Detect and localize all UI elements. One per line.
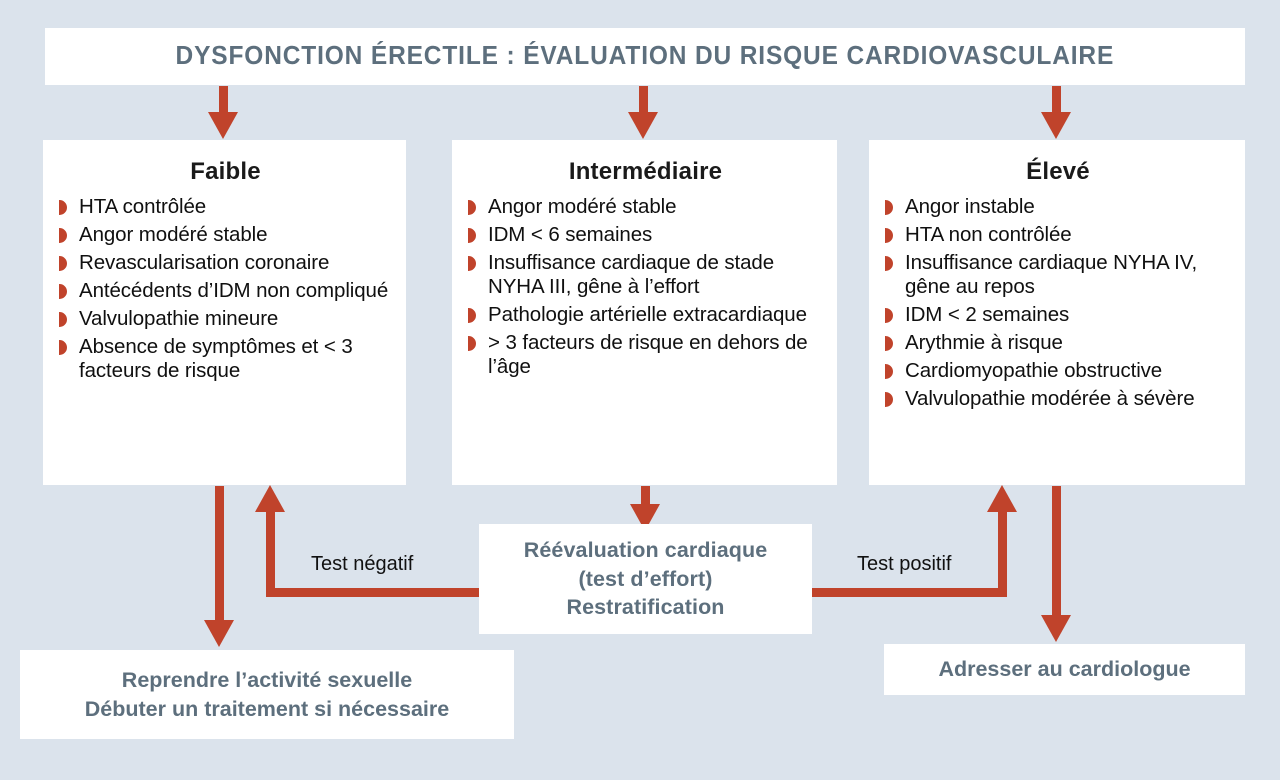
arrow-shaft-horizontal bbox=[810, 588, 1007, 597]
risk-column-medium-list: Angor modéré stable IDM < 6 semaines Ins… bbox=[466, 195, 825, 379]
list-item-text: Insuffisance cardiaque NYHA IV, gêne au … bbox=[905, 250, 1198, 298]
arrowhead-down-icon bbox=[208, 112, 238, 139]
bullet-marker-icon bbox=[59, 339, 67, 355]
arrow-shaft bbox=[641, 486, 650, 506]
list-item: IDM < 6 semaines bbox=[466, 223, 825, 247]
arrowhead-up-icon bbox=[987, 485, 1017, 512]
list-item-text: Antécédents d’IDM non compliqué bbox=[79, 278, 389, 302]
bullet-marker-icon bbox=[59, 283, 67, 299]
risk-column-medium: Intermédiaire Angor modéré stable IDM < … bbox=[452, 140, 837, 485]
list-item: Valvulopathie mineure bbox=[57, 307, 394, 331]
bullet-marker-icon bbox=[59, 200, 67, 215]
arrow-shaft-vertical bbox=[998, 510, 1007, 594]
list-item: Angor instable bbox=[883, 195, 1233, 219]
reassessment-line-2: (test d’effort) bbox=[578, 566, 713, 591]
bullet-marker-icon bbox=[59, 311, 67, 327]
bullet-marker-icon bbox=[885, 391, 893, 407]
reassessment-box: Réévaluation cardiaque (test d’effort) R… bbox=[479, 524, 812, 634]
list-item: Antécédents d’IDM non compliqué bbox=[57, 279, 394, 303]
arrow-shaft bbox=[215, 486, 224, 625]
bullet-marker-icon bbox=[885, 363, 893, 379]
reassessment-line-1: Réévaluation cardiaque bbox=[523, 538, 768, 563]
list-item: IDM < 2 semaines bbox=[883, 303, 1233, 327]
bullet-marker-icon bbox=[885, 200, 893, 215]
list-item-text: Valvulopathie modérée à sévère bbox=[905, 386, 1195, 410]
outcome-box-resume-activity: Reprendre l’activité sexuelle Débuter un… bbox=[20, 650, 514, 739]
list-item-text: > 3 facteurs de risque en dehors de l’âg… bbox=[488, 330, 808, 378]
list-item-text: Absence de symptômes et < 3 facteurs de … bbox=[79, 334, 353, 382]
arrow-shaft bbox=[219, 86, 228, 114]
bullet-marker-icon bbox=[885, 255, 893, 271]
outcome-cardiologist-line: Adresser au cardiologue bbox=[938, 657, 1191, 681]
list-item: Arythmie à risque bbox=[883, 331, 1233, 355]
arrowhead-down-icon bbox=[628, 112, 658, 139]
risk-column-medium-heading: Intermédiaire bbox=[568, 158, 723, 185]
list-item: HTA contrôlée bbox=[57, 195, 394, 219]
risk-column-low-heading: Faible bbox=[190, 158, 261, 185]
bullet-marker-icon bbox=[59, 227, 67, 243]
list-item: HTA non contrôlée bbox=[883, 223, 1233, 247]
arrowhead-up-icon bbox=[255, 485, 285, 512]
list-item-text: Revascularisation coronaire bbox=[79, 250, 330, 274]
list-item-text: HTA non contrôlée bbox=[905, 222, 1072, 246]
arrow-shaft bbox=[1052, 86, 1061, 114]
list-item-text: Valvulopathie mineure bbox=[79, 306, 279, 330]
arrowhead-down-icon bbox=[1041, 112, 1071, 139]
list-item-text: Pathologie artérielle extracardiaque bbox=[488, 302, 807, 326]
list-item-text: HTA contrôlée bbox=[79, 195, 207, 218]
bullet-marker-icon bbox=[468, 255, 476, 271]
list-item-text: Insuffisance cardiaque de stade NYHA III… bbox=[488, 250, 775, 298]
outcome-resume-line-2: Débuter un traitement si nécessaire bbox=[84, 696, 450, 721]
diagram-title-banner: DYSFONCTION ÉRECTILE : ÉVALUATION DU RIS… bbox=[45, 28, 1245, 85]
list-item: Valvulopathie modérée à sévère bbox=[883, 387, 1233, 411]
bullet-marker-icon bbox=[468, 335, 476, 351]
risk-column-low: Faible HTA contrôlée Angor modéré stable… bbox=[43, 140, 406, 485]
arrow-shaft-horizontal bbox=[266, 588, 482, 597]
list-item-text: Angor instable bbox=[905, 195, 1035, 218]
risk-column-high-heading: Élevé bbox=[1026, 158, 1090, 185]
outcome-box-refer-cardiologist: Adresser au cardiologue bbox=[884, 644, 1245, 695]
list-item: Revascularisation coronaire bbox=[57, 251, 394, 275]
reassessment-line-3: Restratification bbox=[566, 595, 725, 620]
arrow-shaft bbox=[639, 86, 648, 114]
bullet-marker-icon bbox=[885, 227, 893, 243]
arrowhead-down-icon bbox=[1041, 615, 1071, 642]
list-item-text: IDM < 2 semaines bbox=[905, 302, 1070, 326]
list-item: Absence de symptômes et < 3 facteurs de … bbox=[57, 335, 394, 383]
list-item-text: Angor modéré stable bbox=[79, 222, 268, 246]
bullet-marker-icon bbox=[59, 255, 67, 271]
list-item-text: Cardiomyopathie obstructive bbox=[905, 358, 1163, 382]
bullet-marker-icon bbox=[885, 307, 893, 323]
page-title: DYSFONCTION ÉRECTILE : ÉVALUATION DU RIS… bbox=[175, 42, 1115, 70]
edge-label-test-negative: Test négatif bbox=[311, 553, 414, 575]
list-item: Pathologie artérielle extracardiaque bbox=[466, 303, 825, 327]
list-item: Angor modéré stable bbox=[466, 195, 825, 219]
list-item: Cardiomyopathie obstructive bbox=[883, 359, 1233, 383]
list-item-text: IDM < 6 semaines bbox=[488, 222, 653, 246]
risk-column-high-list: Angor instable HTA non contrôlée Insuffi… bbox=[883, 195, 1233, 411]
list-item: > 3 facteurs de risque en dehors de l’âg… bbox=[466, 331, 825, 379]
arrow-shaft bbox=[1052, 486, 1061, 620]
bullet-marker-icon bbox=[468, 307, 476, 323]
bullet-marker-icon bbox=[468, 200, 476, 215]
list-item-text: Angor modéré stable bbox=[488, 195, 677, 218]
outcome-resume-line-1: Reprendre l’activité sexuelle bbox=[121, 667, 413, 692]
arrow-shaft-vertical bbox=[266, 510, 275, 594]
risk-column-low-list: HTA contrôlée Angor modéré stable Revasc… bbox=[57, 195, 394, 383]
arrowhead-down-icon bbox=[204, 620, 234, 647]
list-item: Insuffisance cardiaque NYHA IV, gêne au … bbox=[883, 251, 1233, 299]
list-item-text: Arythmie à risque bbox=[905, 330, 1063, 354]
list-item: Insuffisance cardiaque de stade NYHA III… bbox=[466, 251, 825, 299]
list-item: Angor modéré stable bbox=[57, 223, 394, 247]
risk-column-high: Élevé Angor instable HTA non contrôlée I… bbox=[869, 140, 1245, 485]
edge-label-test-positive: Test positif bbox=[857, 553, 952, 575]
bullet-marker-icon bbox=[885, 335, 893, 351]
bullet-marker-icon bbox=[468, 227, 476, 243]
